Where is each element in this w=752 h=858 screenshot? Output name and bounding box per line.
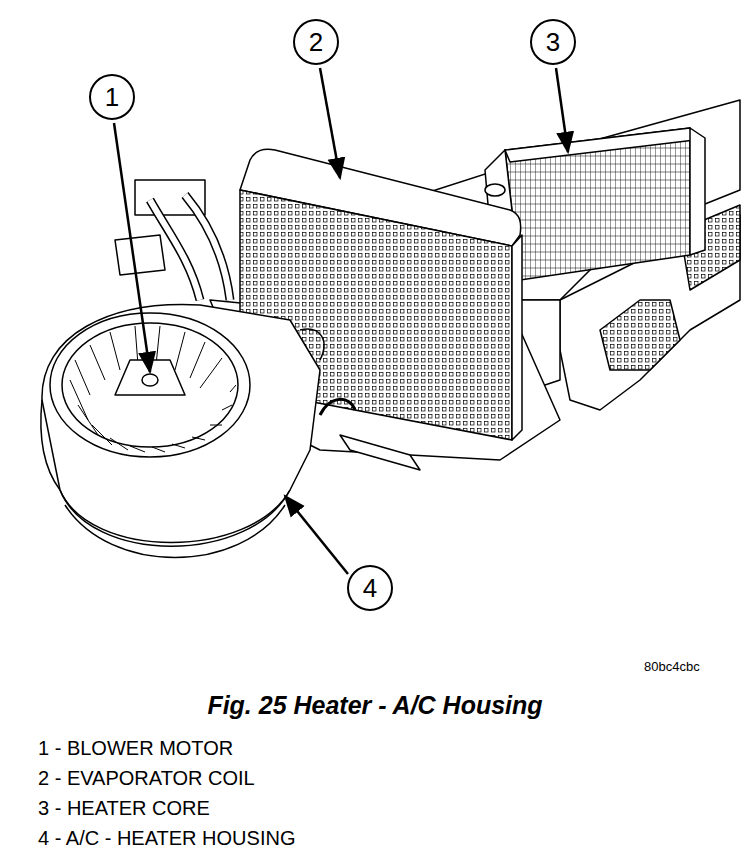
callout-circle: 4	[347, 565, 393, 611]
image-code: 80bc4cbc	[644, 660, 700, 674]
callout-number: 4	[363, 575, 377, 601]
callout-number: 1	[105, 84, 119, 110]
part-legend-line: 1 - BLOWER MOTOR	[38, 737, 233, 759]
figure-caption: Fig. 25 Heater - A/C Housing	[207, 692, 542, 720]
callout-number: 2	[309, 29, 323, 55]
callout-number: 3	[546, 29, 560, 55]
part-legend-line: 3 - HEATER CORE	[38, 797, 210, 819]
part-legend-line: 4 - A/C - HEATER HOUSING	[38, 827, 295, 849]
part-legend-line: 2 - EVAPORATOR COIL	[38, 767, 255, 789]
callout-circle: 1	[89, 74, 135, 120]
callout-circle: 3	[530, 19, 576, 65]
callout-circle: 2	[293, 19, 339, 65]
